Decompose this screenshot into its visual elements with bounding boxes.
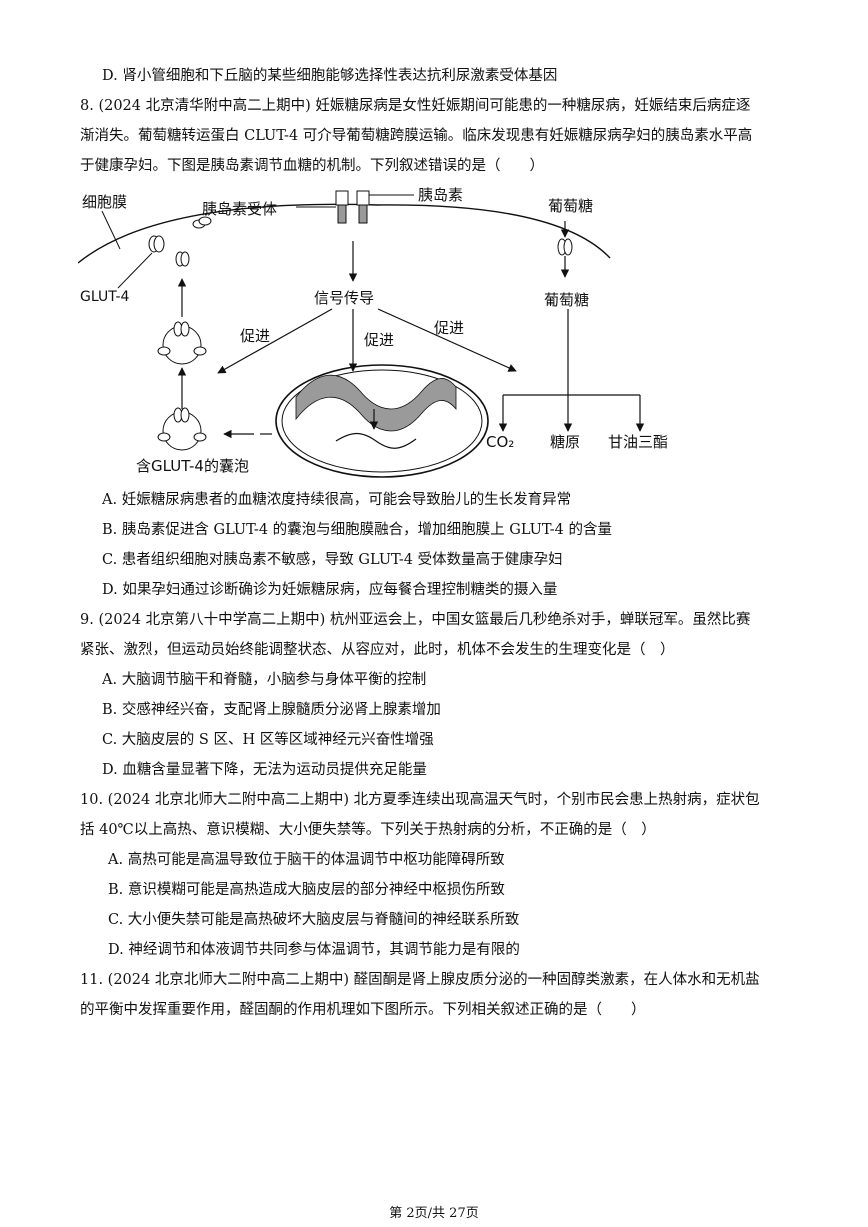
vesicle-top-icon	[157, 321, 207, 365]
q10-option-a: A. 高热可能是高温导致位于脑干的体温调节中枢功能障碍所致	[108, 852, 505, 868]
label-promote-left: 促进	[240, 327, 270, 345]
label-vesicle: 含GLUT-4的囊泡	[136, 457, 249, 475]
q8-stem-line-3: 于健康孕妇。下图是胰岛素调节血糖的机制。下列叙述错误的是（ ）	[80, 158, 544, 174]
label-glut4: GLUT-4	[80, 289, 130, 305]
membrane-glut4-left	[148, 235, 165, 253]
arrow-signal-left	[217, 308, 333, 374]
label-promote-mid: 促进	[364, 331, 394, 349]
q8-stem-line-2: 渐消失。葡萄糖转运蛋白 CLUT-4 可介导葡萄糖跨膜运输。临床发现患有妊娠糖尿…	[80, 128, 753, 144]
q10-option-d: D. 神经调节和体液调节共同参与体温调节，其调节能力是有限的	[108, 942, 520, 958]
insulin-receptor-icon	[335, 190, 370, 224]
membrane-glut4-right	[192, 216, 212, 229]
page-number: 第 2页/共 27页	[389, 1206, 479, 1221]
q9-option-a: A. 大脑调节脑干和脊髓，小脑参与身体平衡的控制	[102, 672, 427, 688]
glut4-pointer	[117, 252, 153, 289]
q11-stem-line-1: 11. (2024 北京北师大二附中高二上期中) 醛固酮是肾上腺皮质分泌的一种固…	[80, 972, 760, 988]
membrane-glut4-mid	[175, 251, 190, 267]
q8-option-d: D. 如果孕妇通过诊断确诊为妊娠糖尿病，应每餐合理控制糖类的摄入量	[102, 582, 558, 598]
label-signal: 信号传导	[314, 289, 374, 307]
q8-option-c: C. 患者组织细胞对胰岛素不敏感，导致 GLUT-4 受体数量高于健康孕妇	[102, 552, 563, 568]
label-promote-right: 促进	[434, 319, 464, 337]
label-triglyceride: 甘油三酯	[608, 433, 668, 451]
arrow-signal-right	[377, 308, 517, 372]
membrane-pointer	[101, 210, 121, 250]
q10-stem-line-2: 括 40℃以上高热、意识模糊、大小便失禁等。下列关于热射病的分析，不正确的是（ …	[80, 822, 656, 838]
cell-membrane-curve	[78, 203, 611, 264]
label-glucose-inside: 葡萄糖	[544, 291, 589, 309]
label-insulin: 胰岛素	[418, 186, 463, 204]
label-cell-membrane: 细胞膜	[82, 193, 127, 211]
q9-option-d: D. 血糖含量显著下降，无法为运动员提供充足能量	[102, 762, 427, 778]
label-glucose-outside: 葡萄糖	[548, 197, 593, 215]
q10-option-b: B. 意识模糊可能是高热造成大脑皮层的部分神经中枢损伤所致	[108, 882, 505, 898]
q9-stem-line-2: 紧张、激烈，但运动员始终能调整状态、从容应对，此时，机体不会发生的生理变化是（ …	[80, 642, 675, 658]
label-glycogen: 糖原	[550, 433, 580, 451]
q8-option-a: A. 妊娠糖尿病患者的血糖浓度持续很高，可能会导致胎儿的生长发育异常	[102, 492, 572, 508]
label-co2: CO₂	[486, 433, 514, 451]
insulin-mechanism-diagram: 细胞膜 胰岛素受体 胰岛素 葡萄糖 GLUT-4 信号传导 葡萄糖 促进 促进 …	[78, 186, 668, 478]
q10-stem-line-1: 10. (2024 北京北师大二附中高二上期中) 北方夏季连续出现高温天气时，个…	[80, 792, 760, 808]
glucose-transporter-icon	[557, 238, 573, 256]
nucleus-icon	[275, 364, 489, 478]
label-insulin-receptor: 胰岛素受体	[202, 200, 277, 218]
q9-option-c: C. 大脑皮层的 S 区、H 区等区域神经元兴奋性增强	[102, 732, 434, 748]
q8-option-b: B. 胰岛素促进含 GLUT-4 的囊泡与细胞膜融合，增加细胞膜上 GLUT-4…	[102, 522, 612, 538]
q9-stem-line-1: 9. (2024 北京第八十中学高二上期中) 杭州亚运会上，中国女篮最后几秒绝杀…	[80, 612, 751, 628]
q9-option-b: B. 交感神经兴奋，支配肾上腺髓质分泌肾上腺素增加	[102, 702, 441, 718]
q8-stem-line-1: 8. (2024 北京清华附中高二上期中) 妊娠糖尿病是女性妊娠期间可能患的一种…	[80, 98, 751, 114]
q7-option-d: D. 肾小管细胞和下丘脑的某些细胞能够选择性表达抗利尿激素受体基因	[102, 68, 558, 84]
vesicle-bottom-icon	[157, 407, 207, 451]
q11-stem-line-2: 的平衡中发挥重要作用，醛固酮的作用机理如下图所示。下列相关叙述正确的是（ ）	[80, 1002, 646, 1018]
q10-option-c: C. 大小便失禁可能是高热破坏大脑皮层与脊髓间的神经联系所致	[108, 912, 520, 928]
